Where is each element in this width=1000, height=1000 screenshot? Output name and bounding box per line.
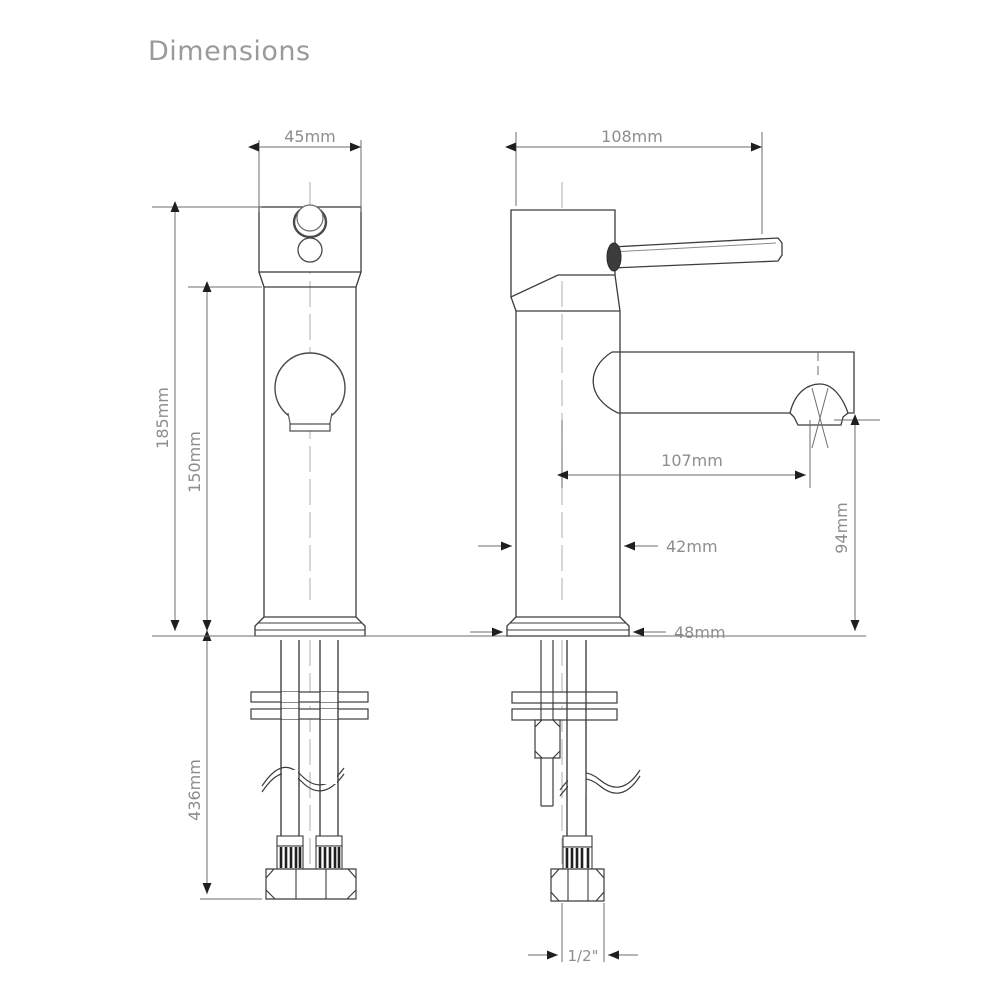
hex-nut-facets <box>295 869 327 899</box>
thread-collar-right <box>315 835 343 847</box>
break-line-lower <box>261 772 345 793</box>
dim-label-inlet-thread: 1/2" <box>567 947 598 965</box>
dim-label-base-diameter: 48mm <box>674 623 726 642</box>
side-hex-nut-chamfers <box>550 868 605 902</box>
bracket-gap-right-2 <box>320 709 338 719</box>
side-hose-restore <box>566 640 587 836</box>
side-hex-nut <box>550 868 605 902</box>
side-bracket-bar-2 <box>511 708 618 721</box>
thread-hatching <box>279 847 341 868</box>
aerator-axis-b <box>811 387 829 449</box>
side-cap-body <box>510 209 616 299</box>
side-base-flange <box>506 616 630 637</box>
dim-label-body-height: 150mm <box>185 431 204 493</box>
front-hose-left <box>280 640 300 836</box>
front-base-flange <box>254 616 366 637</box>
indicator-button-icon <box>297 237 323 263</box>
bracket-gap-right-1 <box>320 692 338 702</box>
dim-label-body-diameter: 42mm <box>666 537 718 556</box>
break-mask-right <box>321 762 337 784</box>
front-body-column <box>263 286 357 617</box>
dim-label-spout-height: 94mm <box>832 502 851 554</box>
spout-elbow-curve <box>592 351 619 414</box>
lever-handle <box>611 237 783 269</box>
side-body-column <box>515 310 621 617</box>
page-title: Dimensions <box>148 36 311 67</box>
mounting-bracket-bar-2 <box>250 708 369 720</box>
bracket-gap-left-2 <box>281 709 299 719</box>
lever-pivot-icon <box>606 242 622 272</box>
dim-label-front-width: 45mm <box>284 127 336 146</box>
lever-highlight <box>611 242 777 253</box>
aerator-front-ring <box>289 423 331 432</box>
dim-label-overall-height: 185mm <box>153 387 172 449</box>
side-thread-hatching <box>565 848 590 868</box>
aerator-side-icon <box>789 383 849 426</box>
dim-label-handle-length: 108mm <box>601 127 663 146</box>
side-hex-nut-facets <box>567 869 589 901</box>
side-view-group: 108mm 107mm 42mm 48mm 94mm 1/2" <box>152 127 880 965</box>
mounting-bracket-bar-1 <box>250 691 369 703</box>
thread-collar-left <box>276 835 304 847</box>
spout-outlet-circle-icon <box>274 352 346 424</box>
spout-arm <box>612 351 855 414</box>
front-cap-taper <box>258 271 362 288</box>
break-mask-left <box>282 770 298 792</box>
dim-label-hose-length: 436mm <box>185 759 204 821</box>
side-cap-skirt <box>510 274 621 312</box>
side-thread-collar <box>562 835 593 848</box>
side-break-mask <box>568 772 586 796</box>
side-bracket-bar-1 <box>511 691 618 704</box>
hex-nut-chamfers <box>265 868 357 900</box>
hex-nut-outline <box>265 868 357 900</box>
stud-hex-nut <box>534 719 561 759</box>
stud-nut-chamfers <box>534 719 561 759</box>
hose-edges-restore <box>280 640 339 836</box>
bracket-gap-left-1 <box>281 692 299 702</box>
lever-boss-inner-icon <box>296 204 324 232</box>
dim-label-spout-reach: 107mm <box>661 451 723 470</box>
side-hose <box>566 640 587 836</box>
front-hose-right <box>319 640 339 836</box>
front-view-group: 45mm 185mm 150mm 436mm <box>152 127 369 900</box>
